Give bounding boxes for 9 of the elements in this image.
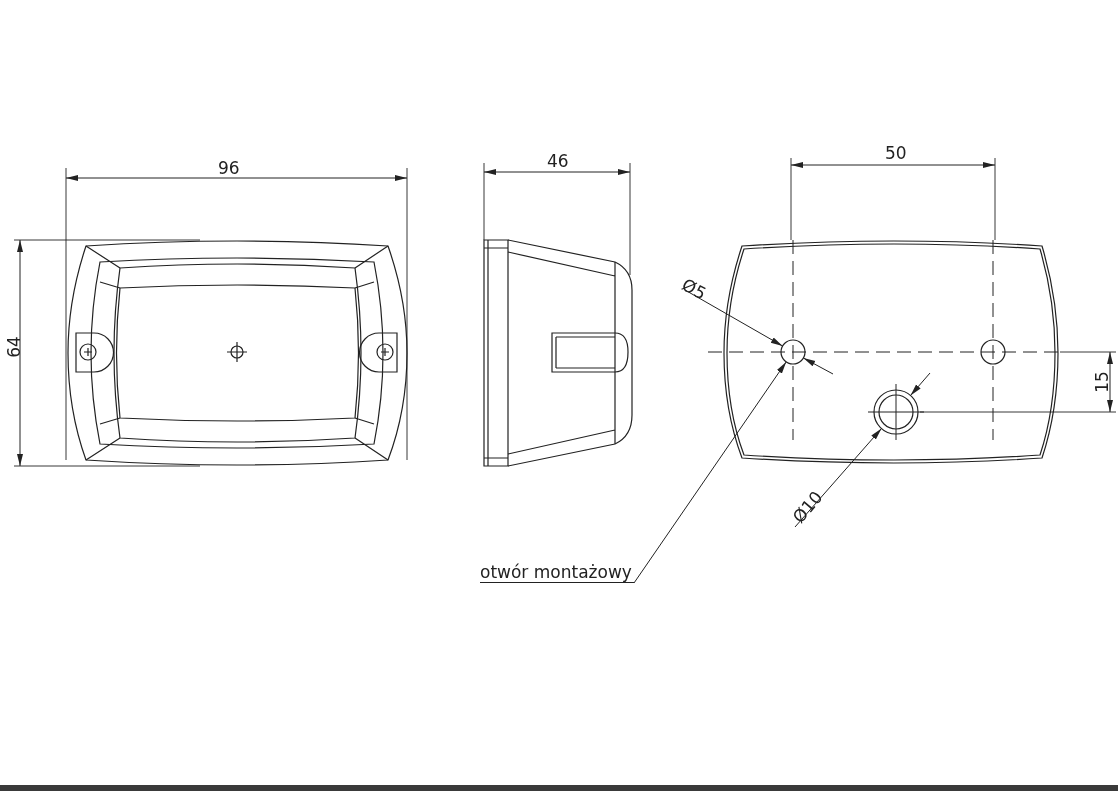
dimension-label: 46 <box>547 151 569 171</box>
dimension-label: 15 <box>1091 371 1112 393</box>
mounting-hole <box>780 339 806 365</box>
dimension-label: Ø5 <box>678 274 710 304</box>
dimension-label: 96 <box>218 158 240 178</box>
dimension-label: 64 <box>3 336 24 358</box>
callout-text: otwór montażowy <box>480 562 634 583</box>
dimension-label: 50 <box>885 143 907 163</box>
leader-line <box>633 361 787 584</box>
